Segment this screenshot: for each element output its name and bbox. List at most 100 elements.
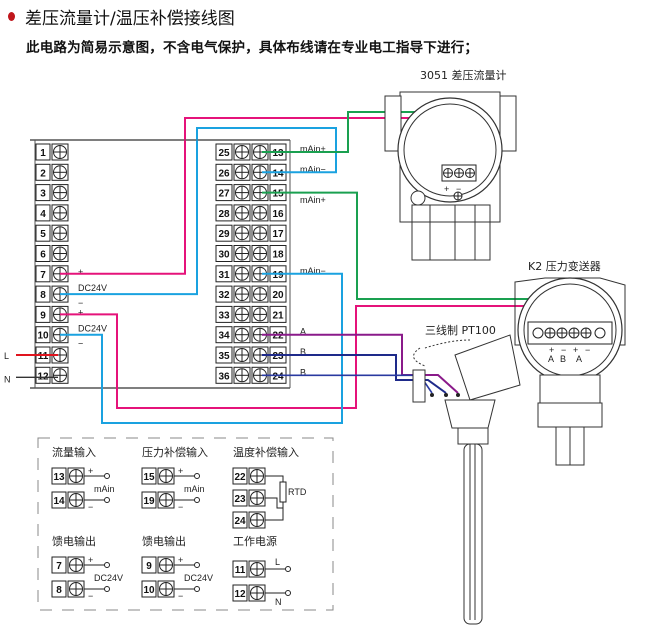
terminal-number-box <box>35 143 51 161</box>
screw-terminal-icon <box>250 562 264 576</box>
pt100-terminal-dot <box>444 393 448 397</box>
legend-lead-end <box>104 586 110 592</box>
terminal-number: 21 <box>272 310 284 321</box>
terminal-number: 2 <box>40 168 46 179</box>
legend-number-box <box>232 467 248 485</box>
flowmeter-cover-ring <box>397 97 503 203</box>
legend-title: 压力补偿输入 <box>142 445 208 459</box>
terminal-number: 13 <box>272 148 284 159</box>
terminal-number-box <box>215 366 233 384</box>
legend-lead-end <box>285 590 291 596</box>
legend-N: N <box>275 597 282 607</box>
screw-terminal-icon <box>580 327 592 339</box>
screw-terminal-icon <box>235 327 249 342</box>
terminal-number: 24 <box>272 371 284 382</box>
legend-number-box <box>232 511 248 529</box>
pressure-term-sign: − <box>561 345 566 355</box>
screw-terminal-icon <box>235 185 249 200</box>
flowmeter-cover-inner <box>403 103 497 197</box>
terminal-number: 25 <box>218 148 230 159</box>
pressure-term-A2: A <box>576 354 582 364</box>
legend-minus: − <box>178 591 183 601</box>
pressure-hex <box>537 402 603 428</box>
flowmeter-body <box>411 204 491 261</box>
terminal-number: 6 <box>40 250 46 261</box>
terminal-number: 18 <box>272 250 284 261</box>
terminal-number: 5 <box>40 229 46 240</box>
terminal-number: 20 <box>272 290 284 301</box>
legend-plus: + <box>178 466 183 476</box>
screw-terminal-icon <box>69 469 83 483</box>
wire-t23-to-pt100 <box>262 354 447 394</box>
legend-number-box <box>141 580 157 598</box>
screw-terminal-icon <box>235 226 249 241</box>
screw-terminal-icon <box>53 246 67 261</box>
terminal-number-box <box>215 163 233 181</box>
terminal-number-box <box>35 305 51 323</box>
screw-terminal-icon <box>253 307 267 322</box>
legend-lead-end <box>194 473 200 479</box>
screw-terminal-icon <box>235 348 249 362</box>
pressure-term-sign: − <box>585 345 590 355</box>
wire-t22-to-pt100 <box>262 333 459 394</box>
flowmeter-ground-lug <box>410 190 426 206</box>
plus-label: + <box>78 267 83 277</box>
legend-number-box <box>51 556 67 574</box>
legend-terminal-number: 22 <box>234 472 246 483</box>
terminal-number: 15 <box>272 189 284 200</box>
pt100-terminal-dot <box>456 393 460 397</box>
terminal-number: 30 <box>218 250 230 261</box>
legend-lead-end <box>285 566 291 572</box>
legend-lead-end <box>104 497 110 503</box>
terminal-number-box <box>215 143 233 161</box>
minus-label: − <box>78 339 83 349</box>
legend-lead-end <box>194 562 200 568</box>
legend-title: 馈电输出 <box>52 534 96 548</box>
screw-terminal-icon <box>253 226 267 241</box>
screw-terminal-icon <box>544 327 556 339</box>
legend-number-box <box>51 467 67 485</box>
legend-minus: − <box>88 591 93 601</box>
screw-terminal-icon <box>235 266 249 281</box>
terminal-6: 6 <box>35 245 69 262</box>
screw-terminal-icon <box>159 582 173 596</box>
terminal-number-box <box>35 163 51 181</box>
terminal-number-box <box>215 245 233 262</box>
legend-lead-end <box>194 497 200 503</box>
terminal-number-box <box>269 224 287 242</box>
terminal-number: 19 <box>272 270 284 281</box>
pt100-terminal-dot <box>430 393 434 397</box>
legend-title: 流量输入 <box>52 445 96 459</box>
terminal-number: 23 <box>272 351 284 362</box>
B-label: B <box>300 347 306 357</box>
screw-terminal-icon <box>253 165 267 180</box>
screw-terminal-icon <box>69 582 83 596</box>
terminal-number: 32 <box>218 290 230 301</box>
terminal-number-box <box>35 204 51 222</box>
pt100-sensor: 三线制 PT100 <box>412 323 521 625</box>
terminal-number: 22 <box>272 331 284 342</box>
legend-lead-end <box>104 562 110 568</box>
pressure-term-sign: + <box>573 345 578 355</box>
terminal-number-box <box>35 326 51 344</box>
pt100-head-cover <box>454 334 521 401</box>
pressure-transmitter-label: K2 压力变送器 <box>528 259 601 273</box>
pt100-fitting <box>457 427 489 445</box>
screw-terminal-icon <box>235 307 249 322</box>
legend-panel: 流量输入1314+−mAin压力补偿输入1519+−mAin馈电输出78+−DC… <box>37 437 334 611</box>
bullet-icon <box>8 12 15 21</box>
screw-terminal-icon <box>159 558 173 572</box>
terminal-number: 36 <box>218 371 230 382</box>
pt100-probe <box>463 443 483 625</box>
screw-terminal-icon <box>235 165 249 180</box>
screw-terminal-icon <box>453 191 463 201</box>
legend-signal: DC24V <box>94 573 123 583</box>
page-subtitle: 此电路为简易示意图，不含电气保护，具体布线请在专业电工指导下进行； <box>26 40 479 56</box>
screw-terminal-icon <box>159 469 173 483</box>
